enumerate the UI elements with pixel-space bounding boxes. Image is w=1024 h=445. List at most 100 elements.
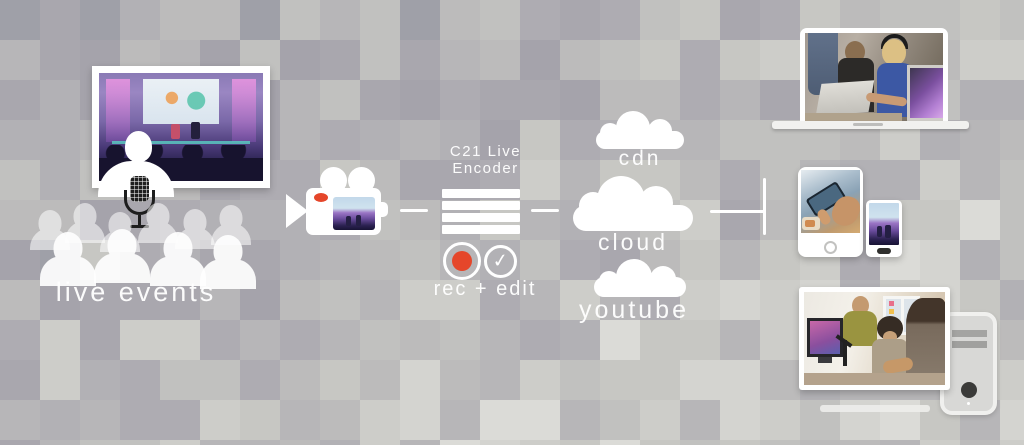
- connector-dash: [400, 209, 428, 212]
- mosaic-tile: [480, 320, 520, 360]
- monitor-icon: [799, 287, 950, 390]
- microphone-icon: [122, 176, 156, 232]
- mosaic-tile: [760, 400, 800, 440]
- mosaic-tile: [0, 80, 40, 120]
- mosaic-tile: [160, 280, 200, 320]
- mosaic-tile: [120, 280, 160, 320]
- mosaic-tile: [720, 80, 760, 120]
- mosaic-tile: [520, 440, 560, 445]
- mosaic-tile: [200, 400, 240, 440]
- mosaic-tile: [640, 400, 680, 440]
- mosaic-tile: [480, 120, 520, 160]
- mosaic-tile: [520, 200, 560, 240]
- mosaic-tile: [640, 440, 680, 445]
- mosaic-tile: [360, 440, 400, 445]
- mosaic-tile: [440, 120, 480, 160]
- mosaic-tile: [80, 320, 120, 360]
- mosaic-tile: [560, 280, 600, 320]
- mosaic-tile: [600, 440, 640, 445]
- mosaic-tile: [480, 0, 520, 40]
- person-silhouette: [150, 232, 206, 286]
- laptop-icon: [800, 28, 948, 121]
- mosaic-tile: [640, 0, 680, 40]
- mosaic-tile: [560, 40, 600, 80]
- mosaic-tile: [720, 360, 760, 400]
- mosaic-tile: [520, 360, 560, 400]
- mosaic-tile: [1000, 440, 1024, 445]
- mosaic-tile: [680, 0, 720, 40]
- mosaic-tile: [560, 440, 600, 445]
- mosaic-tile: [960, 80, 1000, 120]
- mosaic-tile: [520, 80, 560, 120]
- mosaic-tile: [120, 320, 160, 360]
- cdn-cloud-icon: [596, 111, 684, 149]
- mosaic-tile: [440, 440, 480, 445]
- mosaic-tile: [360, 120, 400, 160]
- mosaic-tile: [1000, 400, 1024, 440]
- mosaic-tile: [40, 0, 80, 40]
- cdn-label: cdn: [618, 147, 662, 170]
- mosaic-tile: [320, 400, 360, 440]
- mosaic-tile: [160, 440, 200, 445]
- mosaic-tile: [400, 320, 440, 360]
- record-icon: [443, 242, 481, 280]
- mosaic-tile: [960, 0, 1000, 40]
- mosaic-tile: [960, 160, 1000, 200]
- mosaic-tile: [520, 120, 560, 160]
- mosaic-tile: [680, 80, 720, 120]
- mosaic-tile: [960, 440, 1000, 445]
- mosaic-tile: [760, 160, 800, 200]
- mosaic-tile: [760, 40, 800, 80]
- mosaic-tile: [720, 240, 760, 280]
- mosaic-tile: [1000, 160, 1024, 200]
- camera-screen: [333, 197, 375, 230]
- mosaic-tile: [880, 440, 920, 445]
- mosaic-tile: [720, 280, 760, 320]
- mosaic-tile: [920, 200, 960, 240]
- mosaic-tile: [440, 0, 480, 40]
- mosaic-tile: [440, 400, 480, 440]
- mosaic-tile: [600, 400, 640, 440]
- mosaic-tile: [720, 160, 760, 200]
- mosaic-tile: [280, 80, 320, 120]
- mosaic-tile: [680, 400, 720, 440]
- mosaic-tile: [160, 320, 200, 360]
- mosaic-tile: [520, 280, 560, 320]
- mosaic-tile: [560, 240, 600, 280]
- laptop-base: [772, 121, 969, 129]
- mosaic-tile: [600, 0, 640, 40]
- mosaic-tile: [320, 120, 360, 160]
- mosaic-tile: [640, 360, 680, 400]
- mosaic-tile: [1000, 320, 1024, 360]
- mosaic-tile: [480, 360, 520, 400]
- mosaic-tile: [560, 360, 600, 400]
- youtube-cloud-icon: [594, 259, 686, 297]
- mosaic-tile: [360, 0, 400, 40]
- mosaic-tile: [0, 160, 40, 200]
- mosaic-tile: [360, 400, 400, 440]
- mosaic-tile: [480, 400, 520, 440]
- mosaic-tile: [960, 240, 1000, 280]
- mosaic-tile: [320, 440, 360, 445]
- mosaic-tile: [280, 280, 320, 320]
- person-silhouette: [138, 203, 178, 243]
- laptop-photo: [805, 33, 943, 121]
- mosaic-tile: [360, 320, 400, 360]
- mosaic-tile: [400, 280, 440, 320]
- home-button: [824, 241, 837, 254]
- mosaic-tile: [40, 160, 80, 200]
- mosaic-tile: [40, 120, 80, 160]
- mosaic-tile: [440, 40, 480, 80]
- mosaic-tile: [720, 0, 760, 40]
- mosaic-tile: [800, 440, 840, 445]
- mosaic-tile: [600, 40, 640, 80]
- mosaic-tile: [760, 200, 800, 240]
- mosaic-tile: [240, 360, 280, 400]
- mosaic-tile: [80, 280, 120, 320]
- mosaic-tile: [1000, 240, 1024, 280]
- mosaic-tile: [640, 40, 680, 80]
- mosaic-tile: [960, 200, 1000, 240]
- mosaic-tile: [0, 40, 40, 80]
- mosaic-tile: [0, 440, 40, 445]
